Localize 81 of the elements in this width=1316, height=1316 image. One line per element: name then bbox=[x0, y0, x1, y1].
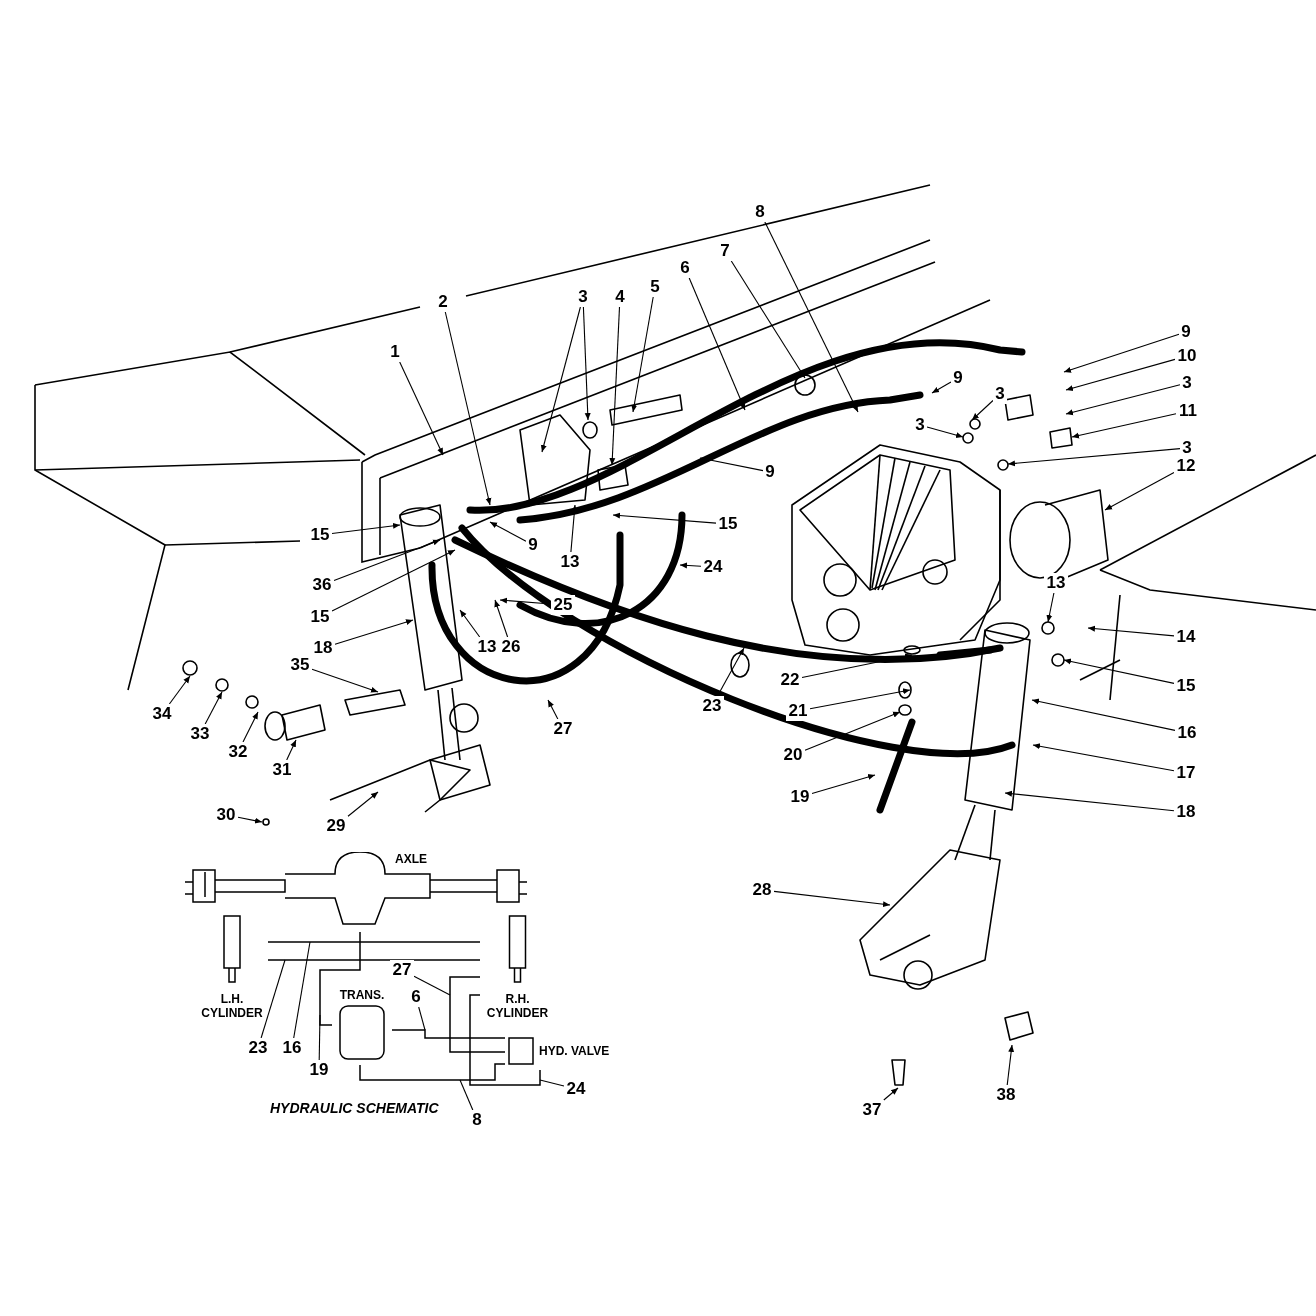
callout-number: 3 bbox=[576, 287, 590, 307]
leader-line bbox=[204, 691, 223, 725]
leader-line bbox=[347, 791, 379, 817]
callout-number: 8 bbox=[753, 202, 767, 222]
leader-line bbox=[883, 1087, 899, 1101]
leader-line bbox=[331, 549, 456, 612]
component-label: R.H. CYLINDER bbox=[485, 992, 550, 1020]
leader-line bbox=[168, 675, 191, 705]
leader-line bbox=[1004, 790, 1175, 812]
leader-line bbox=[459, 609, 481, 638]
leader-line bbox=[333, 539, 441, 581]
callout-number: 3 bbox=[993, 384, 1007, 404]
leader-line bbox=[631, 296, 654, 413]
leader-line bbox=[1032, 743, 1175, 772]
leader-line bbox=[811, 774, 876, 795]
leader-line bbox=[1065, 358, 1176, 391]
leader-line bbox=[444, 311, 492, 506]
schematic-title: HYDRAULIC SCHEMATIC bbox=[270, 1100, 439, 1116]
leader-line bbox=[334, 619, 414, 645]
leader-line bbox=[242, 711, 259, 743]
hydraulic-line bbox=[267, 941, 481, 943]
leader-line bbox=[399, 361, 444, 456]
leader-line bbox=[809, 688, 911, 710]
leader-line bbox=[1087, 625, 1175, 637]
leader-line bbox=[609, 306, 621, 466]
leader-line bbox=[971, 399, 994, 421]
leader-line bbox=[1071, 413, 1177, 439]
callout-number: 12 bbox=[1174, 456, 1198, 476]
leader-line bbox=[1104, 471, 1175, 511]
leader-line bbox=[926, 426, 964, 438]
callout-number: 7 bbox=[718, 241, 732, 261]
callout-number: 1 bbox=[388, 342, 402, 362]
component-label: HYD. VALVE bbox=[539, 1044, 610, 1058]
leader-line bbox=[331, 522, 401, 535]
leader-line bbox=[286, 739, 297, 761]
leader-line bbox=[413, 975, 451, 996]
leader-line bbox=[570, 504, 578, 553]
leader-line bbox=[612, 512, 717, 524]
leader-line bbox=[804, 711, 901, 751]
hydraulic-line bbox=[319, 931, 361, 1026]
leader-line bbox=[494, 599, 509, 638]
leader-line bbox=[540, 306, 581, 453]
leader-line bbox=[1063, 658, 1175, 684]
component-label: TRANS. bbox=[338, 988, 386, 1002]
callout-number: 25 bbox=[551, 595, 575, 615]
component-label: AXLE bbox=[395, 852, 427, 866]
leader-line bbox=[679, 562, 702, 569]
leader-line bbox=[1007, 448, 1181, 467]
leader-line bbox=[801, 653, 913, 679]
leader-line bbox=[539, 1079, 565, 1087]
callout-number: 6 bbox=[409, 987, 423, 1007]
leader-line bbox=[764, 221, 859, 413]
component-label: L.H. CYLINDER bbox=[200, 992, 264, 1020]
leader-line bbox=[1006, 1044, 1015, 1086]
callout-number: 6 bbox=[678, 258, 692, 278]
leader-line bbox=[293, 941, 311, 1039]
leader-line bbox=[1065, 384, 1181, 416]
hydraulic-line bbox=[359, 1063, 506, 1081]
leader-line bbox=[730, 260, 806, 379]
leader-line bbox=[688, 277, 746, 411]
hydraulic-line bbox=[449, 976, 506, 1053]
leader-line bbox=[699, 456, 764, 472]
leader-line bbox=[547, 699, 559, 720]
leader-line bbox=[582, 306, 591, 421]
leader-line bbox=[418, 1006, 426, 1031]
leader-line bbox=[1046, 592, 1055, 623]
leader-line bbox=[489, 521, 527, 542]
leader-line bbox=[1031, 698, 1176, 731]
callout-number: 27 bbox=[390, 960, 414, 980]
callout-number: 21 bbox=[786, 701, 810, 721]
hydraulic-line bbox=[267, 959, 481, 961]
leader-line bbox=[311, 668, 379, 693]
leader-line bbox=[1063, 333, 1180, 373]
hydraulic-line bbox=[469, 994, 541, 1086]
leader-line bbox=[237, 816, 263, 824]
leader-line bbox=[459, 1079, 474, 1111]
leader-line bbox=[260, 959, 286, 1039]
hydraulic-line bbox=[391, 1029, 506, 1039]
leader-line bbox=[318, 1014, 321, 1061]
leader-line bbox=[773, 890, 891, 908]
leader-line bbox=[931, 381, 952, 394]
